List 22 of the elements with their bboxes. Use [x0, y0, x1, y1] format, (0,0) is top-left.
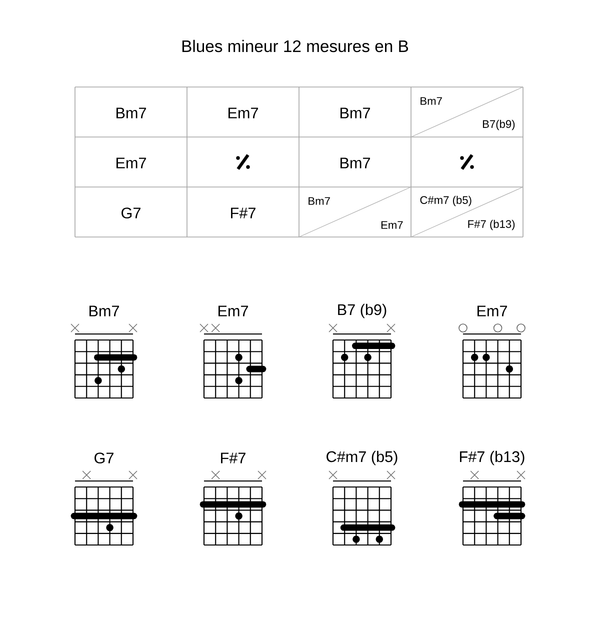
chord-name: F#7 (b13) — [460, 450, 524, 466]
chord-name: Bm7 — [308, 197, 330, 205]
title: Blues mineur 12 mesures en B — [182, 40, 408, 52]
chord-name: Em7 — [228, 108, 258, 118]
chord-name: G7 — [94, 452, 114, 464]
chord-name: F#7 — [221, 452, 246, 464]
chord-name: F#7 — [231, 208, 256, 218]
chord-name: Em7 — [478, 306, 507, 316]
chord-name: Bm7 — [420, 97, 442, 105]
chord-name: Em7 — [218, 306, 248, 316]
chord-name: Em7 — [381, 221, 403, 229]
chord-name: B7 (b9) — [338, 304, 386, 318]
chord-name: C#m7 (b5) — [420, 196, 472, 206]
chord-name: B7(b9) — [482, 120, 515, 130]
chord-name: Bm7 — [116, 108, 146, 118]
chord-name: C#m7 (b5) — [326, 450, 398, 466]
chord-name: G7 — [122, 208, 140, 218]
chord-name: Bm7 — [340, 108, 370, 118]
chord-name: Bm7 — [340, 158, 370, 168]
chord-name: Bm7 — [90, 306, 119, 316]
chord-name: Em7 — [116, 158, 146, 168]
chord-name: F#7 (b13) — [468, 220, 515, 230]
